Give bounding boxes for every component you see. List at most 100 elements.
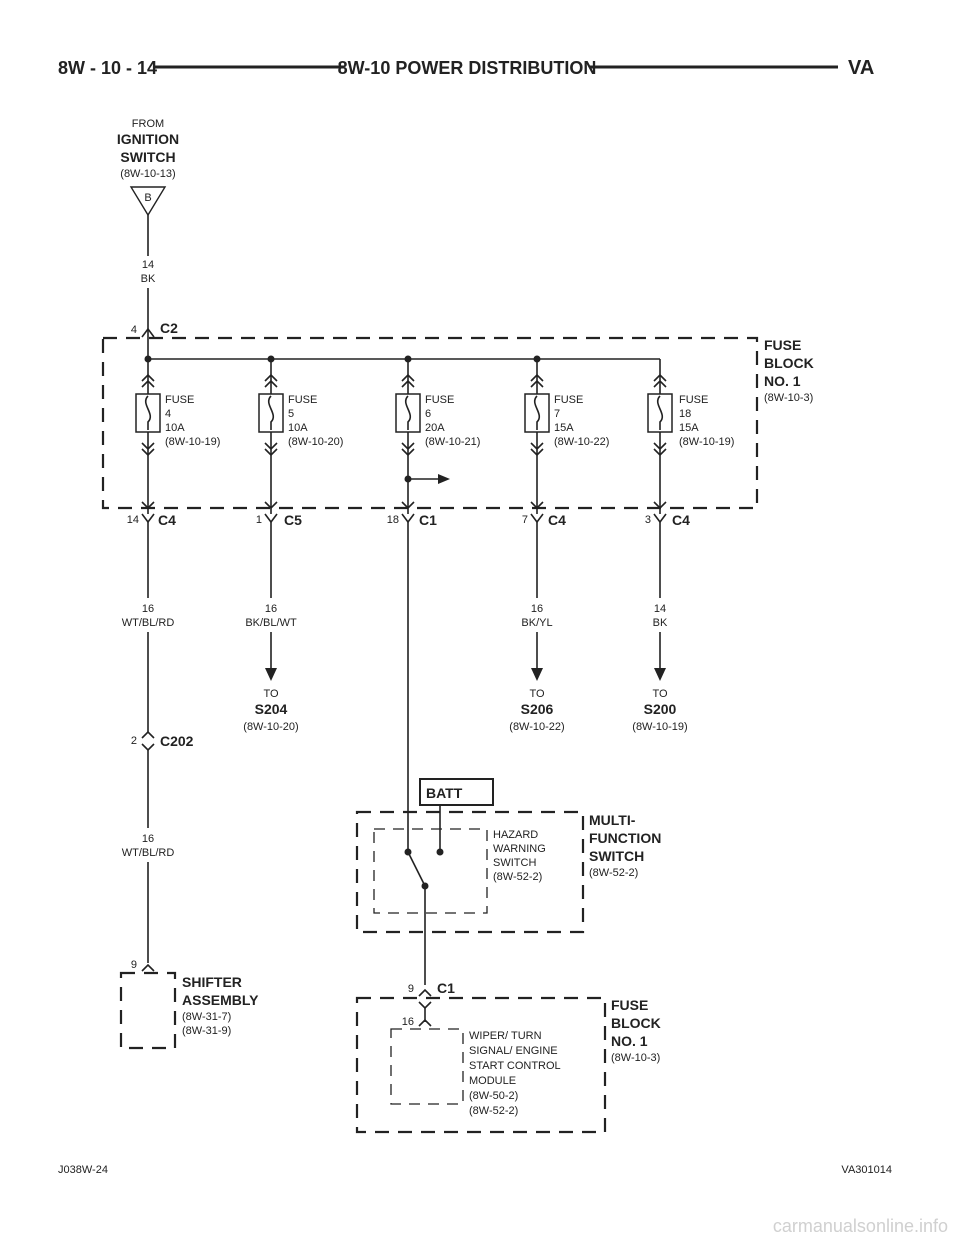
fuse-6: FUSE 6 20A (8W-10-21) [395,359,480,514]
circuit-fuse-4: 16 WT/BL/RD 2 C202 16 WT/BL/RD 9 [122,522,194,972]
c1-18-pin: 18 [387,514,399,526]
circuit-2-color: BK/BL/WT [245,617,297,629]
c5-1-pin: 1 [256,514,262,526]
circuit-fuse-5: 16 BK/BL/WT TO S204 (8W-10-20) [243,522,299,733]
circuit-5-color: BK [653,617,668,629]
fuse-7-rating: 15A [554,422,574,434]
fuse-6-branch-arrow [438,474,450,484]
source-name-line1: IGNITION [117,131,179,147]
mfs-line3: SWITCH [589,848,644,864]
c4-3-label: C4 [672,512,690,528]
module-line3: START CONTROL [469,1060,561,1072]
c4-7-label: C4 [548,512,566,528]
circuit-4-color: BK/YL [521,617,552,629]
circuit-2-gauge: 16 [265,603,277,615]
fuse-4: FUSE 4 10A (8W-10-19) [135,359,220,514]
footer-watermark: carmanualsonline.info [773,1216,948,1236]
c202-gauge: 16 [142,833,154,845]
fuse-6-ref: (8W-10-21) [425,436,480,448]
fuse-5-rating: 10A [288,422,308,434]
multifunction-switch-outline [355,810,585,934]
fuse-block-bottom-label: FUSE BLOCK NO. 1 (8W-10-3) [611,997,661,1064]
fuse-7-label: FUSE [554,394,583,406]
fuse-6-number: 6 [425,408,431,420]
source-wire-gauge: 14 [142,259,154,271]
fuse-4-ref: (8W-10-19) [165,436,220,448]
circuit-fuse-7: 16 BK/YL TO S206 (8W-10-22) [509,522,565,733]
fuse-block-bottom-line3: NO. 1 [611,1033,648,1049]
fuse-4-label: FUSE [165,394,194,406]
source-tag-letter: B [144,192,151,204]
s204-arrow [265,668,277,681]
header-title: 8W-10 POWER DISTRIBUTION [338,58,597,78]
fuse-7-ref: (8W-10-22) [554,436,609,448]
hazard-switch-outline [373,828,488,914]
batt-label: BATT [426,785,463,801]
fuse-block-top-outline [101,336,759,510]
s206-arrow [531,668,543,681]
fuse-18-number: 18 [679,408,691,420]
c2-label: C2 [160,320,178,336]
fuse-18: FUSE 18 15A (8W-10-19) [647,359,734,514]
multifunction-switch-label: MULTI- FUNCTION SWITCH (8W-52-2) [589,812,661,879]
fuse-block-top-line3: NO. 1 [764,373,801,389]
fuse-5: FUSE 5 10A (8W-10-20) [258,359,343,514]
hazard-line3: SWITCH [493,857,536,869]
s204-ref: (8W-10-20) [243,721,298,733]
connector-c2: 4 C2 [131,320,178,359]
fuse-block-top-line1: FUSE [764,337,801,353]
fuse-18-ref: (8W-10-19) [679,436,734,448]
module-pin: 16 [402,1016,414,1028]
fuse-7: FUSE 7 15A (8W-10-22) [524,359,609,514]
fuse-6-rating: 20A [425,422,445,434]
circuit-fuse-18: 14 BK TO S200 (8W-10-19) [632,522,688,733]
hazard-line2: WARNING [493,843,546,855]
c4-7-pin: 7 [522,514,528,526]
s206-to: TO [529,688,545,700]
circuit-4-gauge: 16 [531,603,543,615]
module-line1: WIPER/ TURN [469,1030,542,1042]
connector-c1-9: 9 C1 16 [402,980,455,1028]
shifter-ref1: (8W-31-7) [182,1011,231,1023]
s204-to: TO [263,688,279,700]
mfs-line1: MULTI- [589,812,636,828]
mfs-line2: FUNCTION [589,830,661,846]
batt-box: BATT [419,778,494,852]
fuse-block-top-label: FUSE BLOCK NO. 1 (8W-10-3) [764,337,814,404]
source-name-line2: SWITCH [120,149,175,165]
circuit-1-gauge: 16 [142,603,154,615]
fuse-block-bottom-ref: (8W-10-3) [611,1052,660,1064]
output-connector-c1-18: 18 C1 [387,512,437,528]
c202-pin: 2 [131,735,137,747]
output-connector-c4-3: 3 C4 [645,512,690,528]
output-connector-c4-7: 7 C4 [522,512,566,528]
s200-ref: (8W-10-19) [632,721,687,733]
hazard-line1: HAZARD [493,829,538,841]
fuse-5-ref: (8W-10-20) [288,436,343,448]
c202-label: C202 [160,733,194,749]
c4-14-label: C4 [158,512,176,528]
wiper-module-label: WIPER/ TURN SIGNAL/ ENGINE START CONTROL… [469,1030,561,1117]
c4-3-pin: 3 [645,514,651,526]
module-line6: (8W-52-2) [469,1105,518,1117]
circuit-1-color: WT/BL/RD [122,617,175,629]
fuse-block-top-ref: (8W-10-3) [764,392,813,404]
c1-18-label: C1 [419,512,437,528]
c5-1-label: C5 [284,512,302,528]
footer-left-code: J038W-24 [58,1164,108,1176]
source-ref: (8W-10-13) [120,168,175,180]
fuse-18-rating: 15A [679,422,699,434]
hazard-switch-label: HAZARD WARNING SWITCH (8W-52-2) [493,829,546,883]
header-model: VA [848,57,874,79]
footer-right-code: VA301014 [841,1164,892,1176]
c2-pin: 4 [131,324,137,336]
wiper-module-outline [390,1028,464,1105]
fuse-4-rating: 10A [165,422,185,434]
c1-9-pin: 9 [408,983,414,995]
ignition-switch-source: FROM IGNITION SWITCH (8W-10-13) B 14 BK [117,118,179,330]
fuse-18-label: FUSE [679,394,708,406]
output-connector-c5-1: 1 C5 [256,512,302,528]
header-page-number: 8W - 10 - 14 [58,58,157,78]
s200-to: TO [652,688,668,700]
